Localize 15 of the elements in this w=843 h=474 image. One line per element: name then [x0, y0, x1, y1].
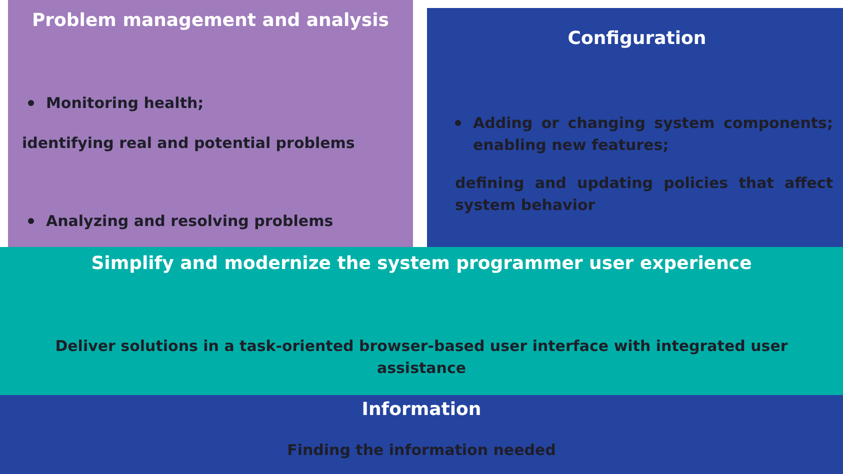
panel-text: Finding the information needed: [286, 440, 557, 461]
panel-text: Analyzing and resolving problems: [46, 211, 334, 232]
panel-text: Deliver solutions in a task-oriented browser-based user interface with integrated user assistance: [54, 336, 789, 379]
panel-text: identifying real and potential problems: [22, 133, 356, 154]
panel: [427, 8, 843, 247]
panel: [8, 0, 413, 247]
panel-heading: Configuration: [566, 28, 708, 50]
panel-text: Adding or changing system components; enabling new features;: [473, 113, 833, 156]
panel-text: Monitoring health;: [46, 93, 205, 114]
panel: [0, 247, 843, 395]
panel: [0, 395, 843, 474]
panel-heading: Simplify and modernize the system programmer user experience: [90, 253, 753, 275]
panel-heading: Problem management and analysis: [30, 10, 390, 32]
panel-heading: Information: [360, 399, 482, 421]
panel-text: defining and updating policies that affect system behavior: [455, 173, 833, 216]
